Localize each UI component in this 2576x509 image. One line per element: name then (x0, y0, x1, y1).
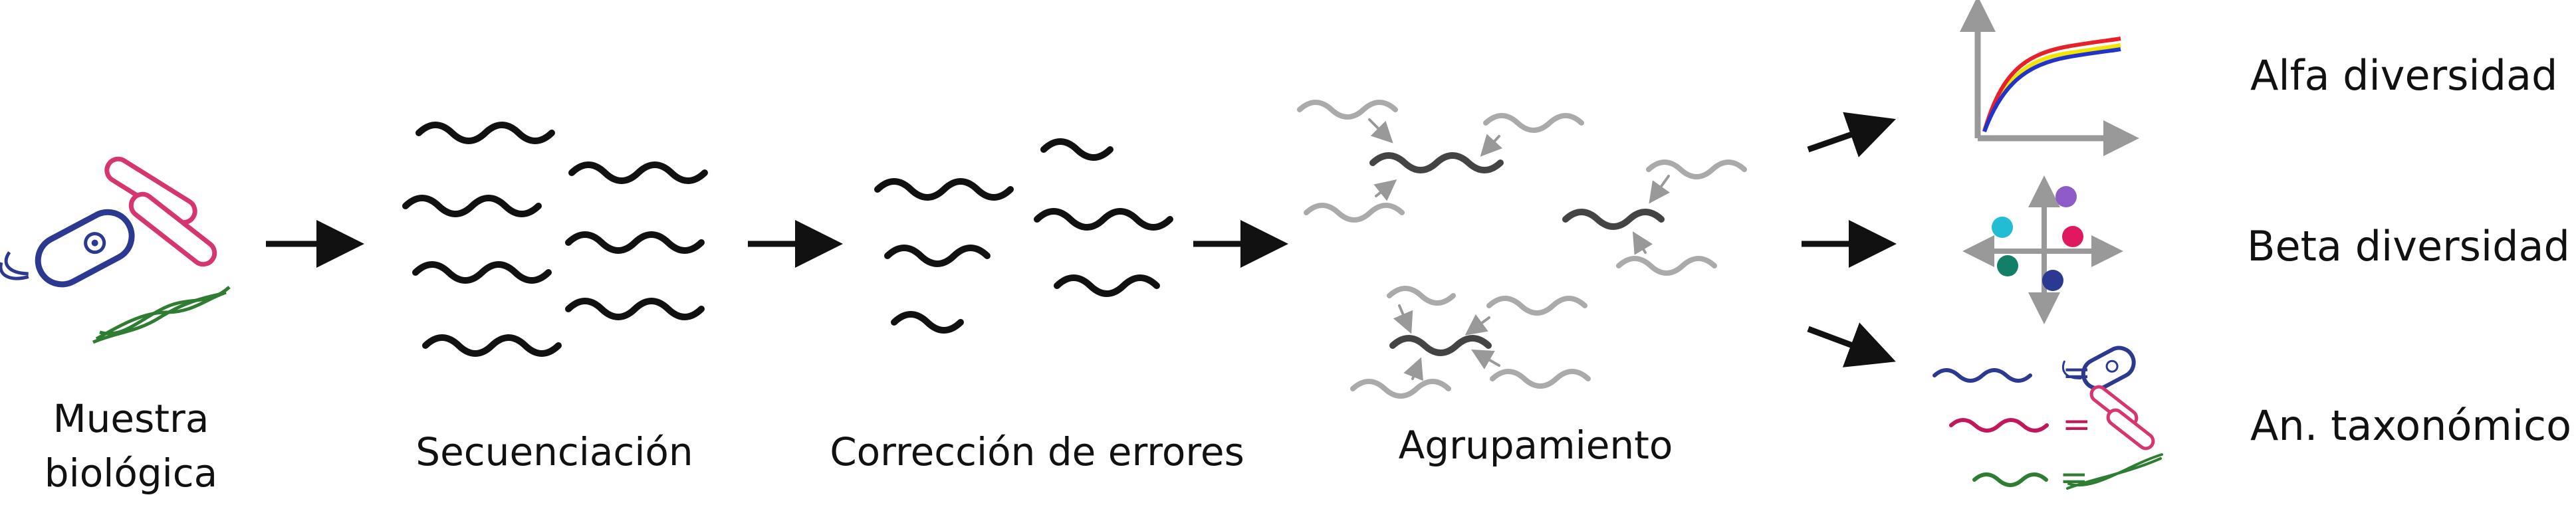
sequencing-reads (402, 122, 708, 357)
read (1040, 138, 1113, 161)
bacterium-icon (0, 209, 135, 288)
label-correccion: Corrección de errores (830, 429, 1244, 474)
read (565, 298, 705, 320)
equals-sign-blue: = (2062, 353, 2091, 393)
ordination-dot (1992, 217, 2013, 238)
rarefaction-plot-icon (1960, 0, 2139, 156)
read (422, 334, 562, 357)
read (412, 261, 552, 284)
read (568, 161, 708, 184)
label-agrupamiento: Agrupamiento (1399, 423, 1673, 468)
ordination-dot (2042, 270, 2063, 291)
read (891, 311, 964, 334)
read (1034, 208, 1173, 231)
sequence-to-taxon-icon (1932, 346, 2163, 490)
read (415, 122, 555, 144)
ordination-dot (2062, 226, 2083, 247)
read (884, 245, 991, 267)
cluster-2 (1562, 159, 1747, 276)
read (874, 178, 1014, 201)
label-muestra-line2: biológica (45, 451, 217, 496)
label-muestra-line1: Muestra (53, 396, 209, 441)
spiral-bacterium-icon (92, 286, 231, 344)
label-secuenciacion: Secuenciación (415, 429, 693, 474)
equals-sign-pink: = (2062, 405, 2091, 445)
flow-arrows (266, 112, 1897, 367)
cluster-3 (1350, 286, 1591, 399)
read (402, 195, 542, 217)
arrow-alpha (1807, 112, 1897, 157)
corrected-reads (874, 138, 1173, 334)
ordination-plot-icon (1962, 175, 2123, 324)
label-taxonomico: An. taxonómico (2250, 401, 2571, 450)
ordination-dot (1997, 255, 2018, 276)
rod-bacterium-icon (104, 156, 217, 267)
biological-sample-icons (0, 156, 231, 344)
read (565, 231, 705, 254)
clustering-groups (1297, 100, 1747, 399)
arrow-taxonomy (1807, 322, 1896, 367)
label-alfa: Alfa diversidad (2250, 51, 2557, 100)
label-beta: Beta diversidad (2247, 222, 2570, 270)
ordination-dot (2055, 186, 2077, 207)
read (1054, 274, 1160, 297)
cluster-1 (1297, 100, 1584, 223)
equals-sign-green: = (2059, 458, 2089, 498)
